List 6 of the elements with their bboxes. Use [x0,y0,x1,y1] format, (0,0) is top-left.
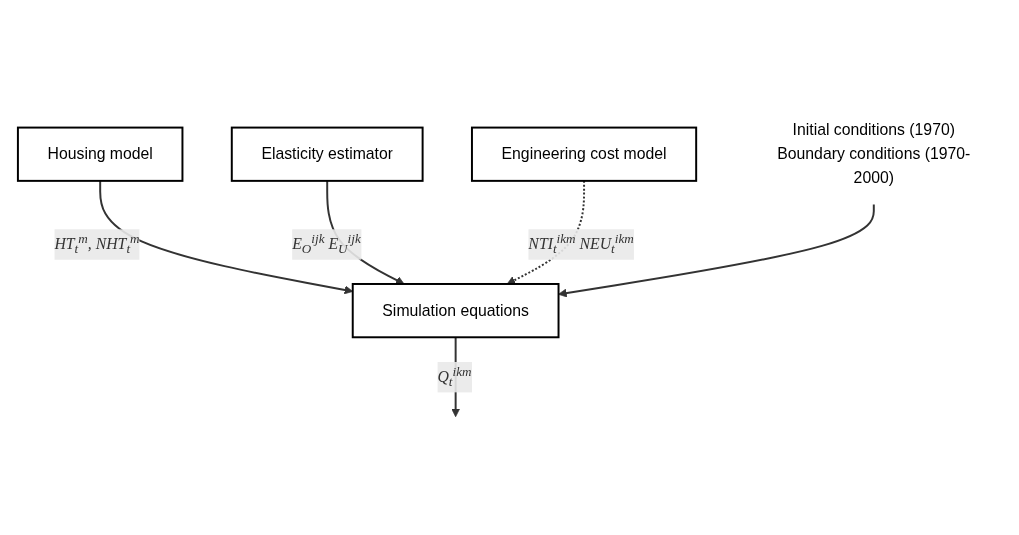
node-box: Housing model [16,126,183,183]
arrow [98,180,353,295]
node-text: Initial conditions (1970) Boundary conditions (1970-2000) [776,121,970,187]
node-box: Simulation equations [351,283,559,339]
node-box: Engineering cost model [470,126,697,183]
node-box: Elasticity estimator [230,126,424,183]
